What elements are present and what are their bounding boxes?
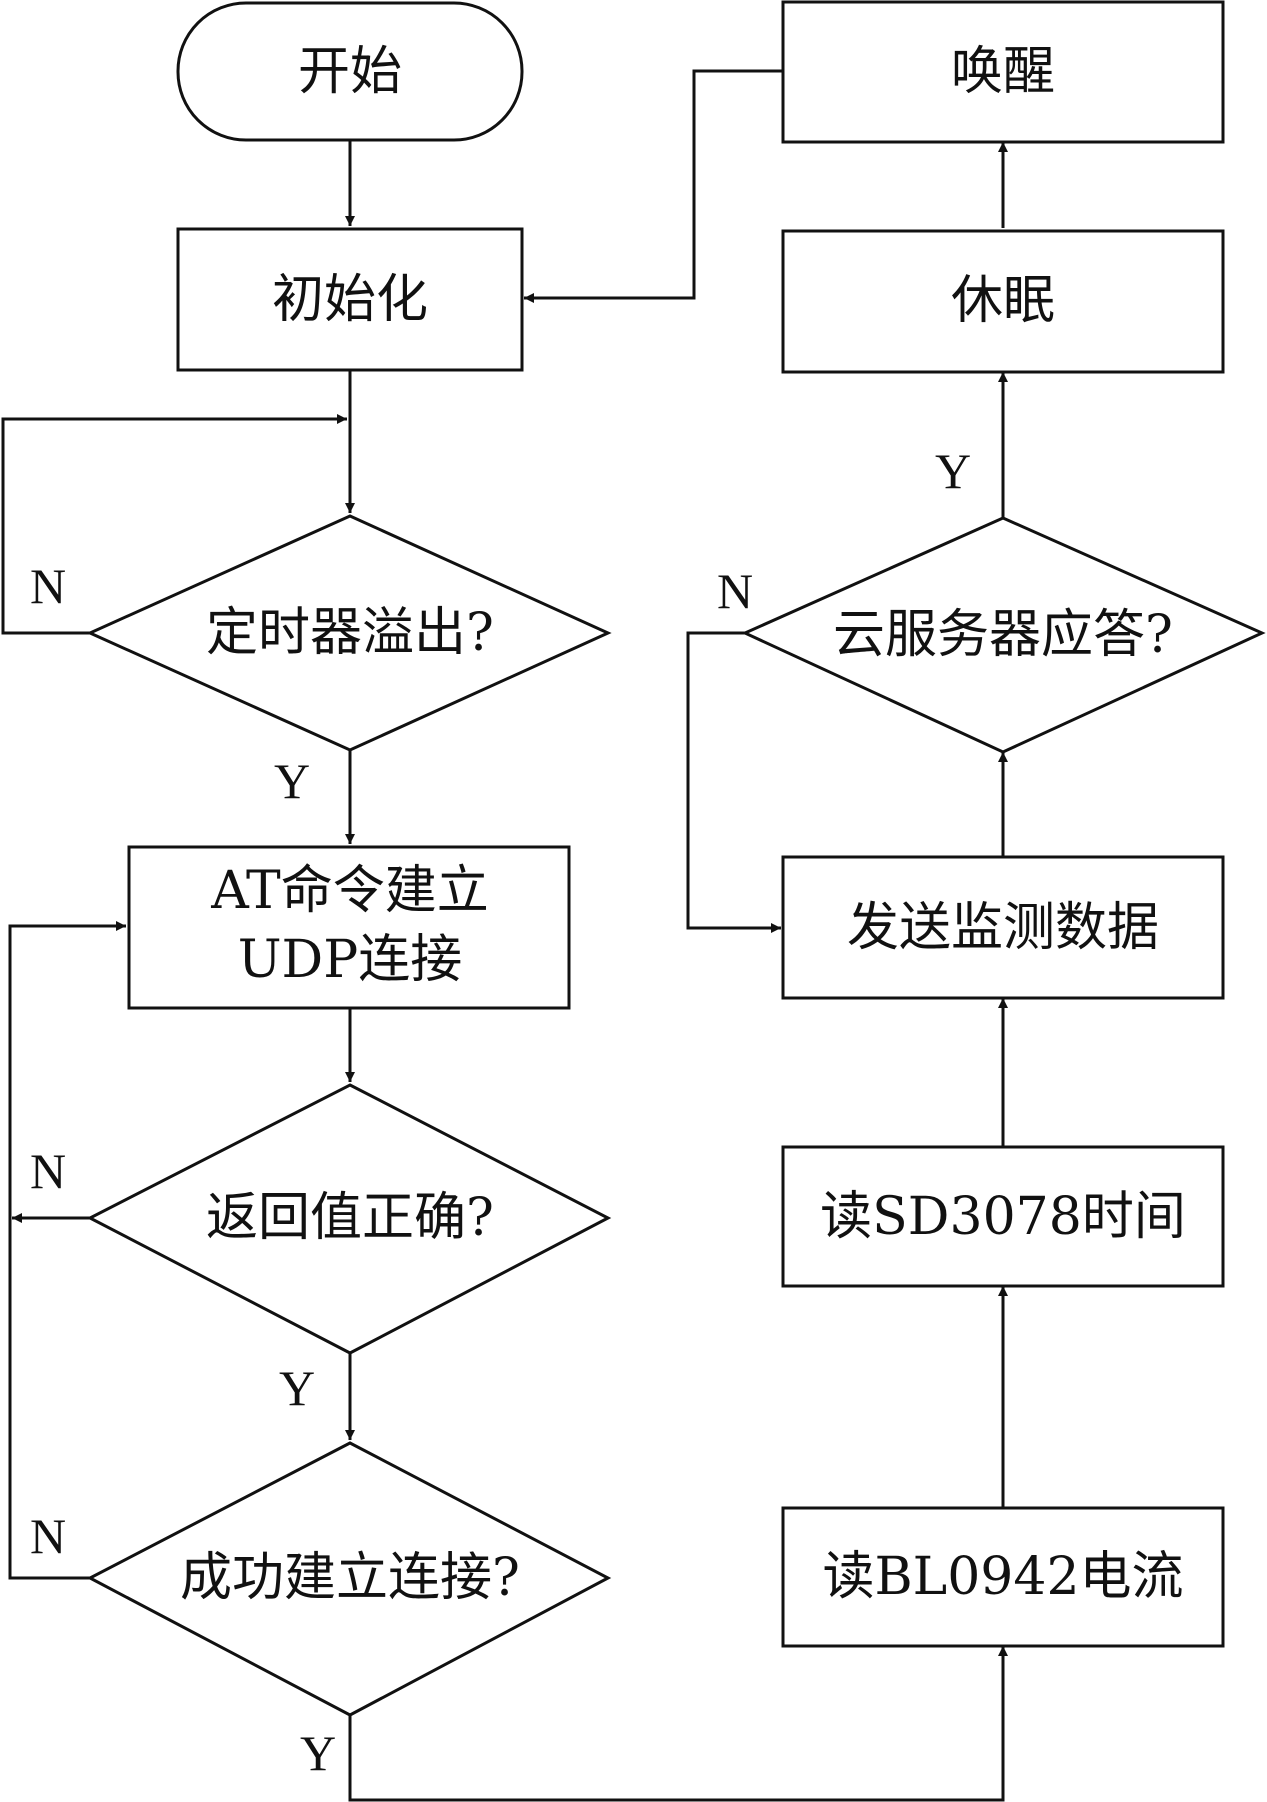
cloud-yes-label: Y <box>935 443 971 499</box>
timer-decision-shape <box>86 514 612 752</box>
edges <box>1 69 1008 1802</box>
node-timer: 定时器溢出? <box>86 514 612 752</box>
node-wake: 唤醒 <box>781 0 1225 144</box>
init-process-shape <box>176 227 524 372</box>
node-bl: 读BL0942电流 <box>781 1506 1225 1648</box>
timer-label: 定时器溢出? <box>206 603 494 663</box>
retval-decision-shape <box>86 1083 612 1355</box>
edge-cloud-no-to-send <box>686 631 781 933</box>
retval-yes-label: Y <box>279 1360 315 1416</box>
node-conn: 成功建立连接? <box>86 1441 612 1717</box>
wake-process-shape <box>781 0 1225 144</box>
edge-conn-no-to-at <box>8 921 126 1580</box>
conn-yes-label: Y <box>300 1725 336 1781</box>
timer-no-label: N <box>30 558 66 614</box>
conn-no-label: N <box>30 1508 66 1564</box>
edge-conn-yes-to-bl <box>348 1646 1008 1802</box>
retval-label: 返回值正确? <box>206 1188 494 1248</box>
node-start: 开始 <box>176 1 524 142</box>
at-label-line2: UDP连接 <box>238 930 463 990</box>
bl-label: 读BL0942电流 <box>822 1547 1183 1607</box>
edge-labels: N Y N Y N Y N Y <box>30 443 971 1781</box>
edge-wake-to-init <box>524 69 783 303</box>
node-rtc: 读SD3078时间 <box>781 1145 1225 1288</box>
node-cloud: 云服务器应答? <box>741 516 1266 754</box>
node-sleep: 休眠 <box>781 229 1225 374</box>
rtc-process-shape <box>781 1145 1225 1288</box>
edge-timer-no-loop <box>1 414 347 635</box>
conn-decision-shape <box>86 1441 612 1717</box>
conn-label: 成功建立连接? <box>180 1548 520 1608</box>
sleep-process-shape <box>781 229 1225 374</box>
start-terminal-shape <box>176 1 524 142</box>
cloud-label: 云服务器应答? <box>833 605 1173 665</box>
wake-label: 唤醒 <box>951 42 1055 102</box>
at-process-shape <box>127 845 571 1010</box>
send-process-shape <box>781 855 1225 1000</box>
timer-yes-label: Y <box>274 753 310 809</box>
start-label: 开始 <box>298 42 402 102</box>
rtc-label: 读SD3078时间 <box>820 1187 1186 1247</box>
node-send: 发送监测数据 <box>781 855 1225 1000</box>
cloud-no-label: N <box>717 563 753 619</box>
send-label: 发送监测数据 <box>847 898 1159 958</box>
bl-process-shape <box>781 1506 1225 1648</box>
at-label-line1: AT命令建立 <box>210 861 488 921</box>
node-at: AT命令建立 UDP连接 <box>127 845 571 1010</box>
cloud-decision-shape <box>741 516 1266 754</box>
sleep-label: 休眠 <box>951 271 1055 331</box>
retval-no-label: N <box>30 1143 66 1199</box>
node-init: 初始化 <box>176 227 524 372</box>
node-retval: 返回值正确? <box>86 1083 612 1355</box>
init-label: 初始化 <box>272 270 428 330</box>
